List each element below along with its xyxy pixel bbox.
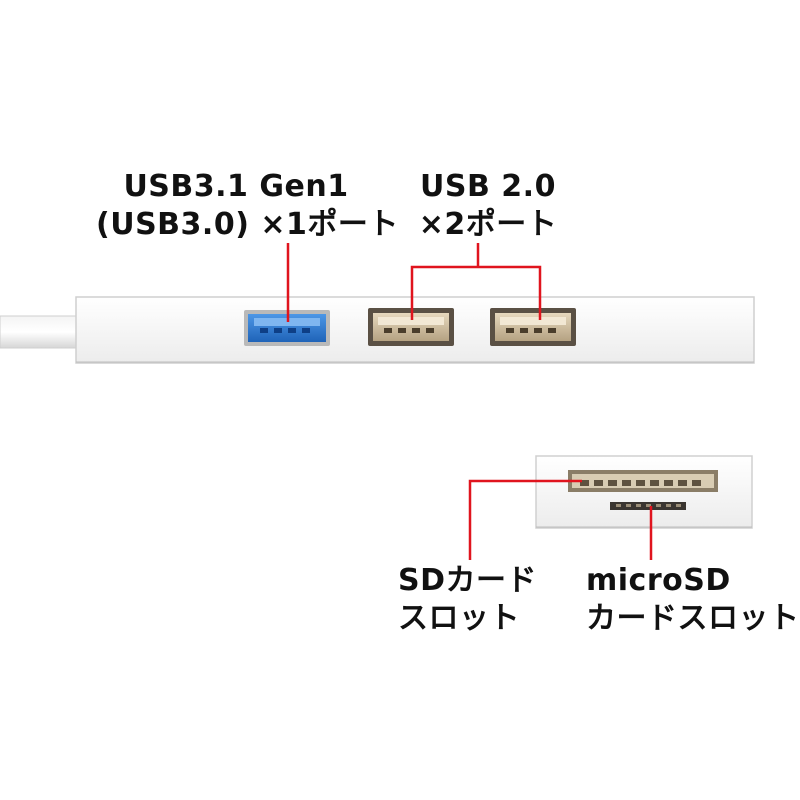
cable [0, 315, 77, 349]
usb31-label: USB3.1 Gen1 (USB3.0) ×1ポート [96, 168, 398, 244]
microsd-label-line2: カードスロット [586, 601, 800, 636]
microsd-card-slot [610, 502, 686, 510]
sd-leader-line [468, 479, 582, 560]
leader-lines [286, 243, 653, 560]
sd-label: SDカード スロット [398, 562, 537, 638]
usb31-label-line1: USB3.1 Gen1 [123, 169, 349, 204]
usb20-label: USB 2.0 ×2ポート [418, 168, 558, 244]
usb31-label-line2: (USB3.0) ×1ポート [96, 207, 399, 242]
usb20-leader-line [410, 265, 542, 320]
usb20-label-line1: USB 2.0 [420, 169, 556, 204]
sd-label-line1: SDカード [398, 563, 538, 598]
usb2-port-2 [490, 308, 576, 346]
sd-card-slot [568, 470, 718, 492]
sd-label-line2: スロット [398, 601, 520, 636]
microsd-label: microSD カードスロット [586, 562, 800, 638]
usb20-label-line2: ×2ポート [418, 207, 558, 242]
usb2-port-1 [368, 308, 454, 346]
microsd-label-line1: microSD [586, 563, 731, 598]
